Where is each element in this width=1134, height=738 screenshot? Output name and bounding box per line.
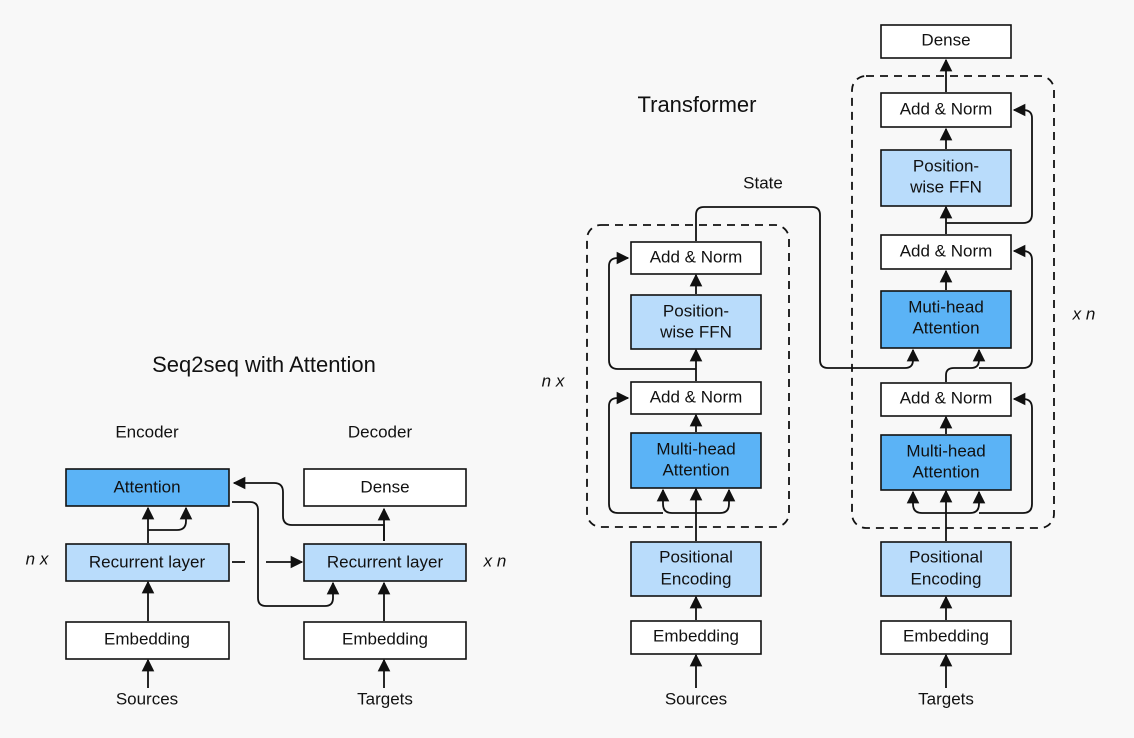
decoder-dense: Dense xyxy=(303,468,467,507)
t-dec-embedding-label: Embedding xyxy=(903,626,989,645)
t-enc-positional-encoding: Positional Encoding xyxy=(630,541,762,597)
t-dec-cross-line1: Muti-head xyxy=(908,297,984,316)
encoder-embedding: Embedding xyxy=(65,621,230,660)
attention-to-decoder-arrow xyxy=(232,501,340,607)
attention-block: Attention xyxy=(65,468,230,507)
t-enc-ffn-line1: Position- xyxy=(663,301,729,320)
t-dec-add-norm-top: Add & Norm xyxy=(880,92,1012,128)
decoder-layer-frame xyxy=(851,75,1055,529)
t-state-arrow xyxy=(695,206,920,369)
t-enc-value-arrow xyxy=(696,488,736,514)
seq2seq-title: Seq2seq with Attention xyxy=(152,352,376,377)
t-enc-add-norm-top-label: Add & Norm xyxy=(650,247,743,266)
t-enc-mha-line1: Multi-head xyxy=(656,439,735,458)
t-enc-multi-head-attention: Multi-head Attention xyxy=(630,432,762,489)
t-enc-embedding-label: Embedding xyxy=(653,626,739,645)
t-dec-query-arrow xyxy=(945,348,986,382)
t-enc-residual-1 xyxy=(608,391,663,514)
t-enc-pos-line2: Encoding xyxy=(661,569,732,588)
t-dec-cross-attention: Muti-head Attention xyxy=(880,290,1012,349)
t-enc-mha-line2: Attention xyxy=(662,460,729,479)
t-sources-label: Sources xyxy=(665,689,727,708)
decoder-embedding-label: Embedding xyxy=(342,629,428,648)
encoder-layer-frame xyxy=(586,224,790,528)
t-dec-mha-line1: Multi-head xyxy=(906,441,985,460)
t-enc-pos-line1: Positional xyxy=(659,547,733,566)
t-dec-mha-line2: Attention xyxy=(912,462,979,481)
t-dec-residual-1 xyxy=(979,392,1033,514)
enc-rnn-to-attention-branch xyxy=(148,506,193,531)
t-dec-add-norm-middle: Add & Norm xyxy=(880,234,1012,270)
transformer-diagram: Transformer State n x x n xyxy=(542,24,1096,708)
t-enc-add-norm-top: Add & Norm xyxy=(630,241,762,275)
t-dec-key-arrow xyxy=(906,490,946,514)
t-dec-add-norm-bottom: Add & Norm xyxy=(880,382,1012,417)
encoder-heading: Encoder xyxy=(115,422,179,441)
t-enc-ffn: Position- wise FFN xyxy=(630,294,762,350)
targets-label: Targets xyxy=(357,689,413,708)
attention-label: Attention xyxy=(113,477,180,496)
t-enc-residual-2 xyxy=(608,251,696,370)
t-dec-ffn-line1: Position- xyxy=(913,156,979,175)
t-dec-dense: Dense xyxy=(880,24,1012,59)
state-label: State xyxy=(743,173,783,192)
t-dec-multi-head-attention: Multi-head Attention xyxy=(880,434,1012,491)
t-enc-key-arrow xyxy=(656,488,696,514)
encoder-recurrent-label: Recurrent layer xyxy=(89,552,206,571)
t-dec-embedding: Embedding xyxy=(880,620,1012,655)
encoder-repeat-label: n x xyxy=(26,549,49,568)
decoder-recurrent-layer: Recurrent layer xyxy=(303,543,467,582)
decoder-embedding: Embedding xyxy=(303,621,467,660)
decoder-repeat-label: x n xyxy=(483,551,507,570)
t-dec-ffn-line2: wise FFN xyxy=(909,177,982,196)
transformer-decoder-repeat: x n xyxy=(1072,304,1096,323)
seq2seq-diagram: Seq2seq with Attention Encoder Decoder A… xyxy=(26,352,507,709)
t-dec-pos-line2: Encoding xyxy=(911,569,982,588)
t-dec-ffn: Position- wise FFN xyxy=(880,149,1012,207)
t-dec-add-norm-bottom-label: Add & Norm xyxy=(900,388,993,407)
t-dec-add-norm-top-label: Add & Norm xyxy=(900,99,993,118)
transformer-encoder-repeat: n x xyxy=(542,371,565,390)
encoder-embedding-label: Embedding xyxy=(104,629,190,648)
t-dec-dense-label: Dense xyxy=(921,30,970,49)
encoder-recurrent-layer: Recurrent layer xyxy=(65,543,230,582)
transformer-title: Transformer xyxy=(638,92,757,117)
t-dec-positional-encoding: Positional Encoding xyxy=(880,541,1012,597)
t-targets-label: Targets xyxy=(918,689,974,708)
t-enc-ffn-line2: wise FFN xyxy=(659,322,732,341)
t-enc-embedding: Embedding xyxy=(630,620,762,655)
decoder-recurrent-label: Recurrent layer xyxy=(327,552,444,571)
t-dec-residual-3 xyxy=(946,103,1033,224)
t-dec-pos-line1: Positional xyxy=(909,547,983,566)
decoder-query-to-attention-arrow xyxy=(232,476,385,541)
t-enc-add-norm-bottom-label: Add & Norm xyxy=(650,387,743,406)
t-dec-value-arrow xyxy=(946,490,986,514)
t-dec-cross-line2: Attention xyxy=(912,318,979,337)
t-dec-residual-2 xyxy=(979,244,1033,369)
t-enc-add-norm-bottom: Add & Norm xyxy=(630,381,762,415)
t-dec-add-norm-middle-label: Add & Norm xyxy=(900,241,993,260)
sources-label: Sources xyxy=(116,689,178,708)
decoder-heading: Decoder xyxy=(348,422,413,441)
decoder-dense-label: Dense xyxy=(360,477,409,496)
